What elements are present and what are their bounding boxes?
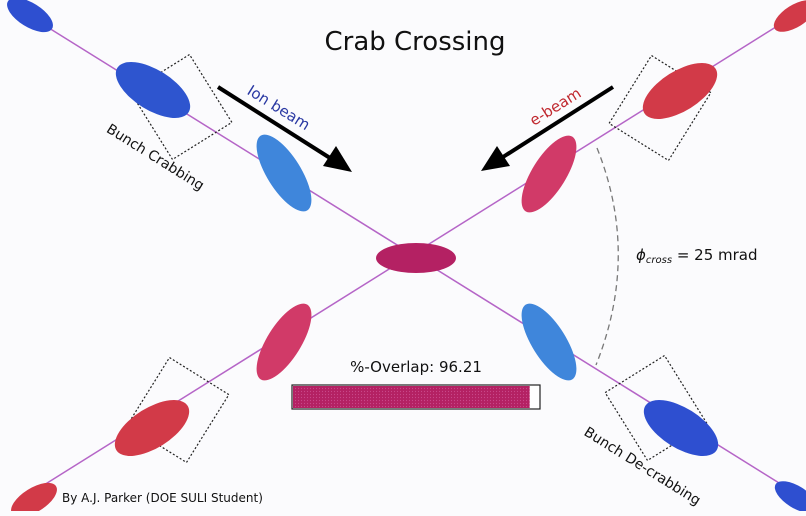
phi-subscript: cross	[646, 255, 672, 266]
collision-bunch	[376, 243, 456, 273]
ion-bunch-edge-top-left	[7, 0, 53, 33]
ion-bunch-crabbed-outgoing	[521, 303, 577, 381]
ion-bunch-crabbed-incoming	[256, 134, 312, 212]
phi-value: = 25 mrad	[672, 246, 757, 264]
credit-text: By A.J. Parker (DOE SULI Student)	[62, 491, 263, 505]
e-bunch-edge-bottom-left	[11, 482, 57, 516]
crossing-angle-label: ϕcross = 25 mrad	[636, 246, 758, 266]
e-bunch-top-right	[642, 63, 718, 119]
overlap-bar-fill	[293, 386, 530, 408]
e-bunch-crabbed-outgoing	[256, 303, 312, 381]
ion-bunch-top-left	[115, 62, 191, 118]
overlap-label: %-Overlap: 96.21	[350, 358, 482, 376]
e-bunch-crabbed-incoming	[521, 135, 577, 213]
ion-bunch-edge-bottom-right	[774, 481, 806, 513]
ion-bunch-bottom-right	[643, 400, 719, 456]
phi-symbol: ϕ	[636, 246, 646, 264]
ion-beam-arrow	[216, 85, 352, 172]
crossing-angle-arc	[595, 147, 619, 366]
page-title: Crab Crossing	[324, 27, 505, 57]
e-bunch-edge-top-right	[773, 0, 806, 32]
e-beam-arrow	[481, 85, 615, 171]
e-bunch-bottom-left	[114, 400, 190, 456]
